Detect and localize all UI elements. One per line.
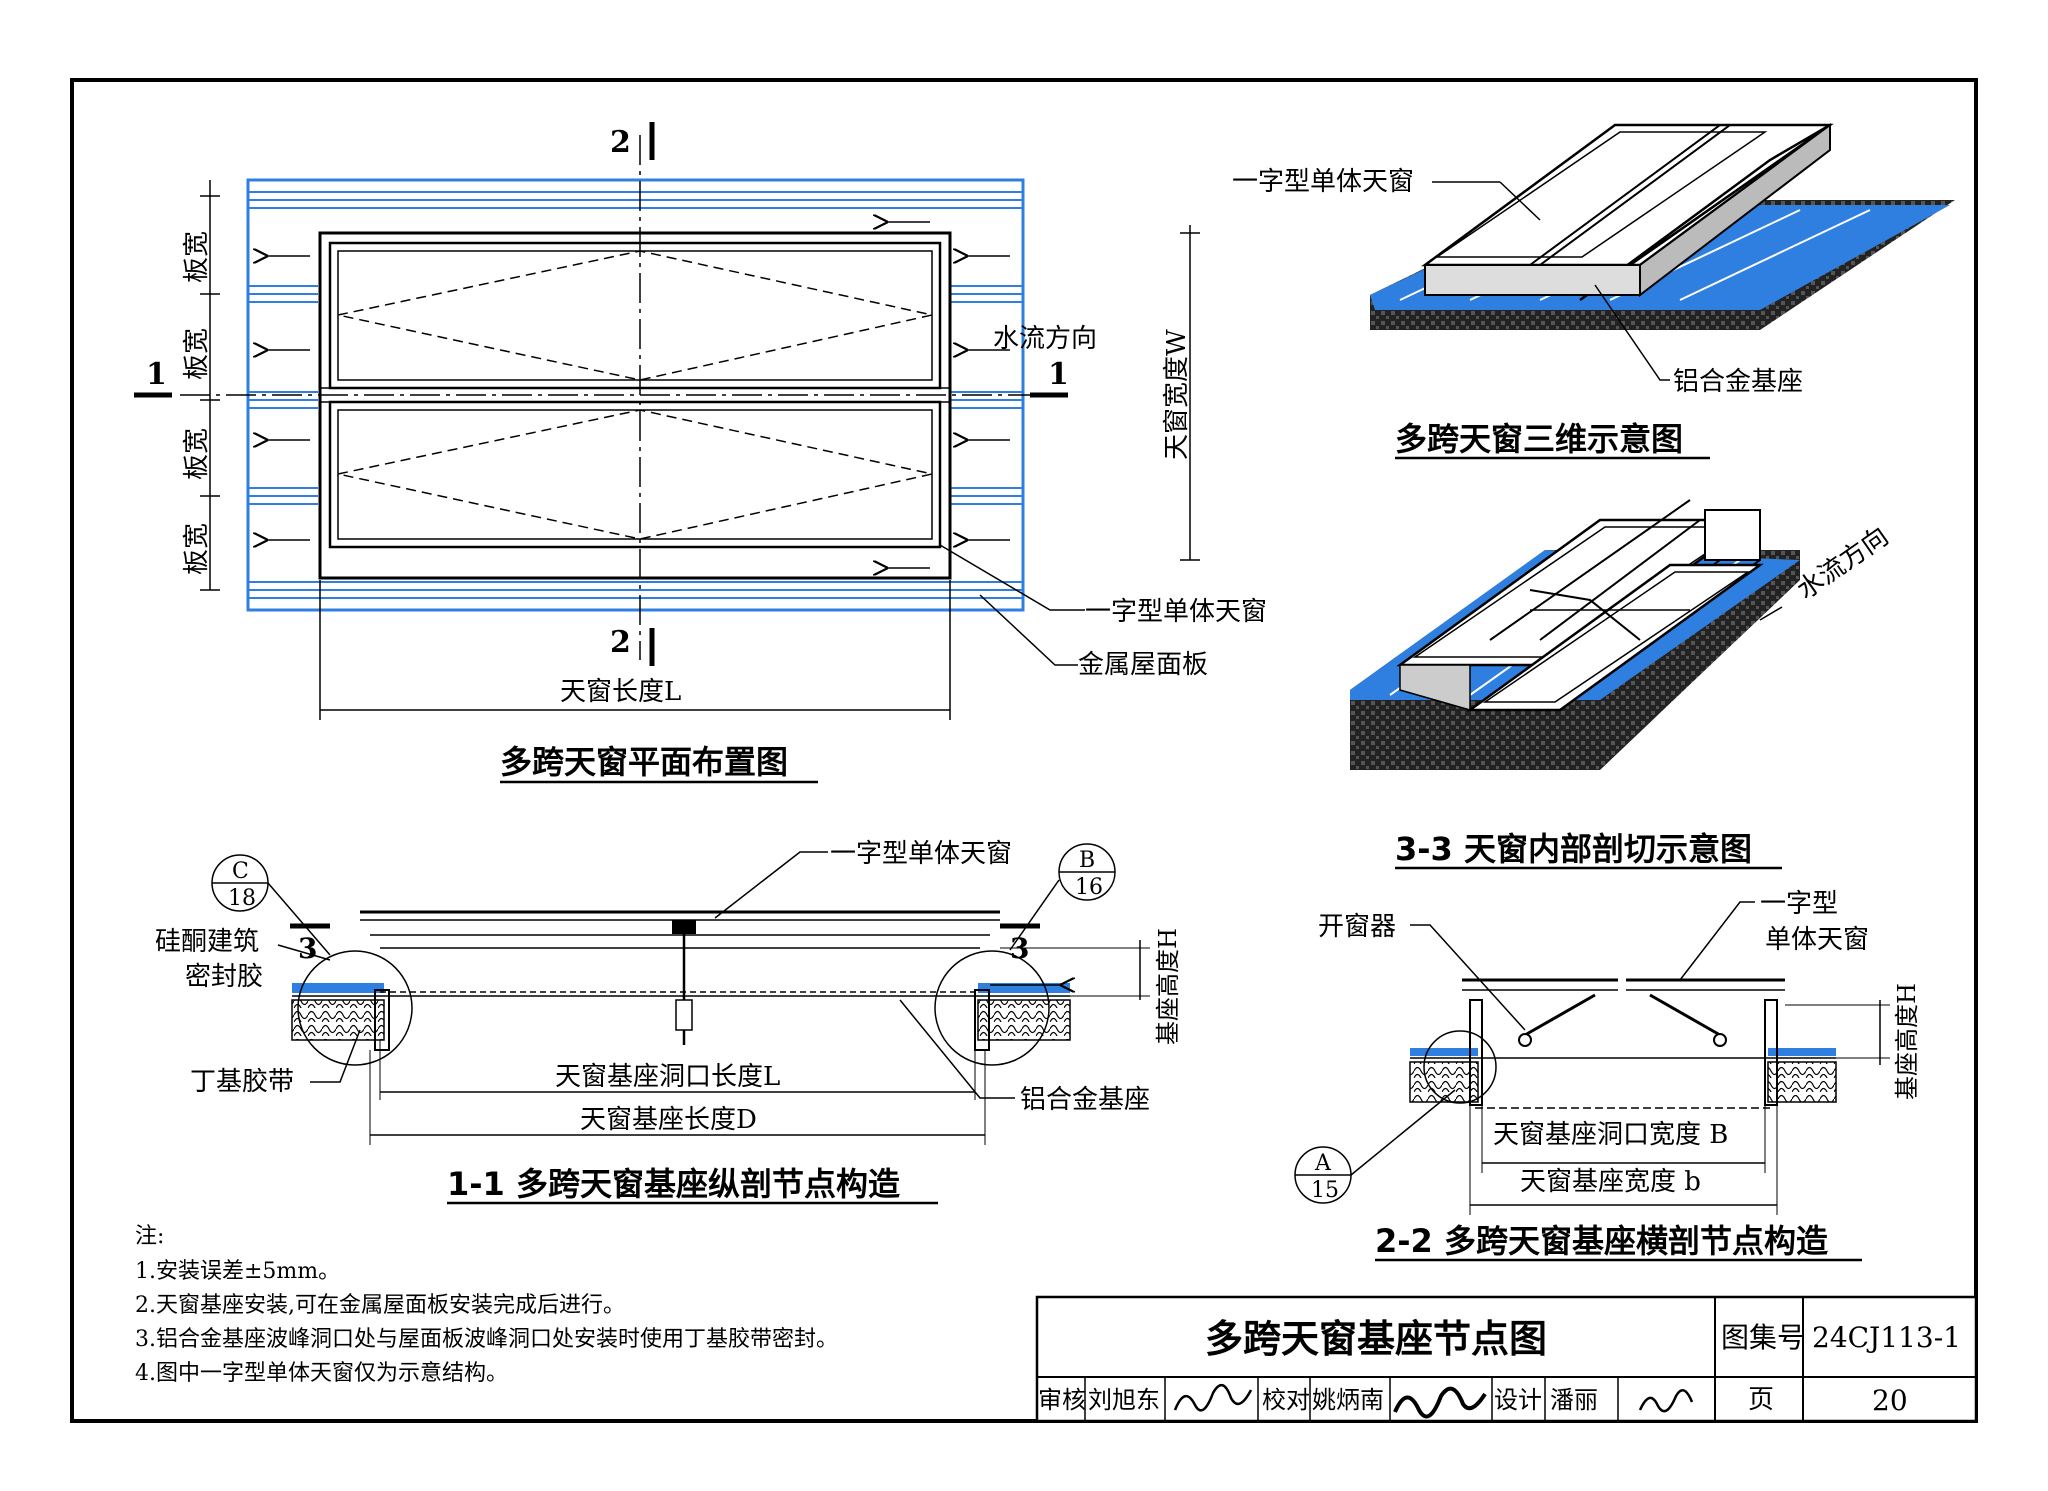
checker-signature [1393, 1386, 1487, 1419]
designer-name: 潘丽 [1550, 1386, 1598, 1414]
plan-title: 多跨天窗平面布置图 [500, 743, 788, 781]
sec11-sealant-line1: 硅酮建筑 [155, 927, 259, 957]
title-block: 多跨天窗基座节点图 图集号 24CJ113-1 审核 刘旭东 校对 姚炳南 设计… [1035, 1295, 1978, 1423]
note-item: 2.天窗基座安装,可在金属屋面板安装完成后进行。 [135, 1293, 625, 1318]
sec11-base-height-label: 基座高度H [1154, 928, 1182, 1045]
cut-water-flow-label: 水流方向 [1792, 521, 1894, 605]
design-label: 设计 [1494, 1386, 1542, 1414]
sec11-base-length-label: 天窗基座长度D [580, 1105, 757, 1135]
cut-view: 水流方向 3-3 天窗内部剖切示意图 [1350, 499, 1894, 870]
sheet-border [70, 78, 1978, 1423]
flow-arrows [268, 222, 1010, 568]
sec11-opening-length-label: 天窗基座洞口长度L [555, 1062, 780, 1092]
skylight-length-label: 天窗长度L [560, 677, 681, 707]
atlas-number: 24CJ113-1 [1812, 1321, 1961, 1354]
section-1-right-label: 1 [1048, 357, 1069, 392]
sec11-butyl-tape-label: 丁基胶带 [190, 1067, 294, 1097]
ref-b-bottom: 16 [1075, 875, 1103, 900]
section-2-bottom-label: 2 [610, 625, 631, 660]
notes-heading: 注: [135, 1224, 164, 1249]
section-3-left-label: 3 [298, 932, 317, 965]
sec22-title: 2-2 多跨天窗基座横剖节点构造 [1375, 1222, 1828, 1260]
reviewer-signature [1173, 1384, 1253, 1412]
board-width-label-1: 板宽 [182, 231, 212, 283]
cut-title: 3-3 天窗内部剖切示意图 [1395, 830, 1752, 868]
view3d-title: 多跨天窗三维示意图 [1395, 420, 1683, 458]
sec11-sealant-line2: 密封胶 [185, 962, 263, 992]
board-width-label-3: 板宽 [182, 428, 212, 480]
page-number: 20 [1872, 1384, 1908, 1417]
page-label: 页 [1748, 1385, 1774, 1415]
ref-c-top: C [232, 859, 249, 884]
sec22-single-line1: 一字型 [1760, 889, 1838, 919]
sec22-base-height-label: 基座高度H [1893, 983, 1921, 1100]
water-flow-label-plan: 水流方向 [993, 324, 1097, 354]
ref-c-bottom: 18 [228, 886, 256, 911]
section-1-1: C 18 B 16 3 3 基座高度H 一字型单体天窗 硅酮建筑 密封胶 丁基胶… [155, 839, 1182, 1205]
view-3d: 一字型单体天窗 铝合金基座 多跨天窗三维示意图 [1232, 123, 1955, 460]
sec22-opening-width-label: 天窗基座洞口宽度 B [1493, 1120, 1728, 1150]
designer-signature [1638, 1389, 1694, 1413]
plan-metal-roof-label: 金属屋面板 [1078, 650, 1208, 680]
ref-a-bottom: 15 [1311, 1178, 1339, 1203]
review-label: 审核 [1038, 1386, 1086, 1414]
skylight-width-label: 天窗宽度W [1162, 329, 1192, 460]
plan-view: 2 2 1 1 板宽 板宽 板宽 板宽 [134, 122, 1267, 784]
board-width-label-4: 板宽 [182, 523, 212, 575]
section-2-2: 开窗器 一字型 单体天窗 基座高度H 天窗基座洞口宽度 B 天窗基座宽度 b A… [1294, 889, 1921, 1262]
plan-single-skylight-label: 一字型单体天窗 [1085, 597, 1267, 627]
view3d-single-skylight-label: 一字型单体天窗 [1232, 167, 1414, 197]
checker-name: 姚炳南 [1312, 1386, 1384, 1414]
board-width-label-2: 板宽 [182, 328, 212, 380]
ref-a-top: A [1314, 1151, 1332, 1176]
sec11-title: 1-1 多跨天窗基座纵剖节点构造 [447, 1165, 900, 1203]
check-label: 校对 [1262, 1386, 1310, 1414]
reviewer-name: 刘旭东 [1088, 1386, 1160, 1414]
sec22-single-line2: 单体天窗 [1765, 925, 1869, 955]
sec11-al-base-label: 铝合金基座 [1020, 1085, 1150, 1115]
section-1-left-label: 1 [146, 357, 167, 392]
note-item: 1.安装误差±5mm。 [135, 1259, 340, 1284]
note-item: 4.图中一字型单体天窗仅为示意结构。 [135, 1361, 508, 1386]
sec22-base-width-label: 天窗基座宽度 b [1520, 1167, 1701, 1197]
sec22-opener-label: 开窗器 [1318, 912, 1396, 942]
notes: 注: 1.安装误差±5mm。 2.天窗基座安装,可在金属屋面板安装完成后进行。 … [135, 1224, 838, 1386]
sec11-single-skylight-label: 一字型单体天窗 [830, 839, 1012, 869]
view3d-al-base-label: 铝合金基座 [1673, 367, 1803, 397]
ref-b-top: B [1079, 848, 1095, 873]
section-2-top-label: 2 [610, 125, 631, 160]
atlas-label: 图集号 [1721, 1321, 1805, 1354]
drawing-title: 多跨天窗基座节点图 [1205, 1317, 1547, 1361]
note-item: 3.铝合金基座波峰洞口处与屋面板波峰洞口处安装时使用丁基胶带密封。 [135, 1327, 838, 1352]
